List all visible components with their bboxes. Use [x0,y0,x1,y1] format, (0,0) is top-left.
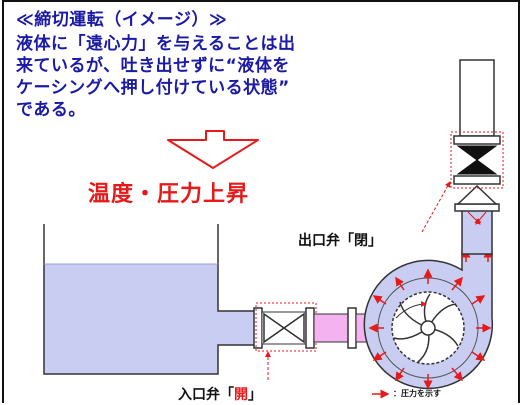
title-heading: ≪締切運転（イメージ）≫ [16,10,228,30]
suction-pipe [313,307,373,349]
inlet-valve-label-suffix: 」 [248,387,262,403]
temperature-pressure-rise-label: 温度・圧力上昇 [88,182,250,207]
description-line-1: 液体に「遠心力」を与えることは出 [16,34,296,54]
outlet-valve-label: 出口弁「閉」 [298,230,382,250]
description-line-4: である。 [16,100,86,120]
liquid-tank [43,224,254,375]
discharge-pipe [454,184,500,255]
legend-text: ：圧力を示す [393,389,441,398]
outlet-valve-label-suffix: 」 [368,233,382,249]
pressure-arrows [368,228,493,390]
outlet-valve-label-prefix: 出口弁「 [298,233,354,249]
inlet-valve-label-prefix: 入口弁「 [178,387,234,403]
inlet-valve-label: 入口弁「開」 [178,384,262,404]
outlet-valve-state: 閉 [354,233,368,249]
inlet-valve-state: 開 [234,387,248,403]
inlet-valve [253,302,317,380]
description-line-2: 来ているが、吐き出せずに“液体を [16,56,290,76]
down-arrow-icon [167,130,259,169]
outlet-valve [421,59,504,233]
description-line-3: ケーシングへ押し付けている状態” [16,78,290,98]
